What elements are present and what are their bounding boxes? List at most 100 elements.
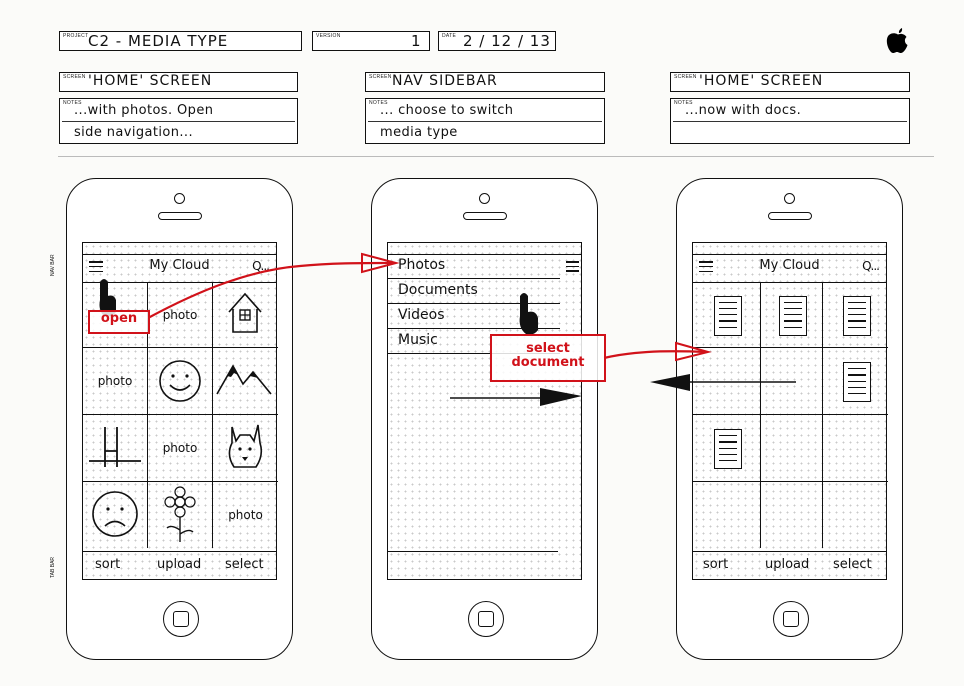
grid-cell[interactable] — [213, 415, 278, 482]
house-icon — [228, 292, 262, 333]
select-annotation-line2: document — [511, 355, 585, 370]
tab-sort[interactable]: sort — [703, 557, 729, 572]
panel1-notes-line1: ...with photos. Open — [74, 103, 214, 118]
select-document-annotation: select document — [490, 334, 606, 382]
panel3-screen-field: SCREEN 'HOME' SCREEN — [670, 72, 910, 92]
grid-cell[interactable] — [693, 482, 761, 548]
grid-cell[interactable]: photo — [83, 348, 148, 415]
search-icon[interactable]: Q... — [252, 259, 270, 273]
tab-sort[interactable]: sort — [95, 557, 121, 572]
grid-cell[interactable] — [823, 348, 888, 415]
grid-cell[interactable] — [213, 348, 278, 415]
speaker — [463, 212, 507, 220]
tab-upload[interactable]: upload — [765, 557, 810, 572]
search-icon[interactable]: Q... — [862, 259, 880, 273]
nav-title: My Cloud — [149, 258, 210, 273]
speaker — [158, 212, 202, 220]
panel2-screen-field: SCREEN NAV SIDEBAR — [365, 72, 605, 92]
grid-cell[interactable]: photo — [148, 282, 213, 348]
header-separator — [58, 156, 934, 157]
home-button[interactable] — [468, 601, 504, 637]
grid-cell[interactable] — [761, 415, 823, 482]
cell-label: photo — [97, 374, 133, 388]
sidebar-item-documents[interactable]: Documents — [388, 279, 560, 304]
panel3-notes-line1: ...now with docs. — [685, 103, 802, 118]
hamburger-icon[interactable] — [89, 261, 103, 273]
project-caption: PROJECT — [63, 33, 89, 39]
pillars-icon — [89, 427, 141, 467]
grid-cell[interactable]: photo — [148, 415, 213, 482]
flower-icon — [164, 486, 196, 542]
nav-bar: My Cloud Q... — [693, 254, 886, 283]
hamburger-icon[interactable] — [566, 261, 579, 275]
select-annotation-line1: select — [526, 341, 570, 356]
document-grid — [693, 282, 888, 548]
grid-cell[interactable] — [823, 282, 888, 348]
dog-icon — [228, 424, 263, 468]
speaker — [768, 212, 812, 220]
sidebar-item-music[interactable]: Music — [388, 329, 560, 354]
grid-cell[interactable] — [693, 348, 761, 415]
home-button[interactable] — [163, 601, 199, 637]
grid-cell[interactable] — [693, 282, 761, 348]
status-bar — [83, 243, 276, 255]
grid-cell[interactable] — [83, 482, 148, 548]
tab-bar: sort upload select — [83, 551, 276, 579]
grid-cell[interactable] — [761, 348, 823, 415]
tab-select[interactable]: select — [225, 557, 264, 572]
panel1-screen-value: 'HOME' SCREEN — [88, 73, 213, 89]
tab-bar — [388, 551, 558, 579]
sidebar-item-label: Documents — [398, 282, 478, 298]
nav-bar-tag: NAV BAR — [50, 254, 56, 276]
smiley-icon — [159, 360, 201, 402]
grid-cell[interactable] — [148, 348, 213, 415]
date-field: DATE 2 / 12 / 13 — [438, 31, 556, 51]
hamburger-icon[interactable] — [699, 261, 713, 273]
sidebar-item-label: Music — [398, 332, 438, 348]
tab-bar-tag: TAB BAR — [50, 556, 56, 578]
panel2-notes-line1: ... choose to switch — [380, 103, 514, 118]
document-icon — [713, 295, 742, 336]
phone1-screen: My Cloud Q... photo photo — [82, 242, 278, 580]
panel2-notes-line2: media type — [380, 125, 458, 140]
status-bar — [388, 243, 581, 255]
tab-bar: sort upload select — [693, 551, 886, 579]
version-value: 1 — [411, 32, 422, 50]
mountains-icon — [216, 364, 272, 395]
grid-cell[interactable] — [693, 415, 761, 482]
grid-cell[interactable] — [823, 482, 888, 548]
grid-cell[interactable] — [761, 482, 823, 548]
sad-face-icon — [92, 491, 138, 537]
project-value: C2 - MEDIA TYPE — [88, 32, 229, 50]
phone2-screen: Photos Documents Videos Music — [387, 242, 582, 580]
panel1-screen-caption: SCREEN — [63, 74, 86, 80]
nav-title: My Cloud — [759, 258, 820, 273]
sidebar-item-photos[interactable]: Photos — [388, 254, 560, 279]
grid-cell[interactable] — [761, 282, 823, 348]
cell-label: photo — [162, 441, 198, 455]
sidebar-item-videos[interactable]: Videos — [388, 304, 560, 329]
grid-cell[interactable] — [83, 415, 148, 482]
panel3-screen-value: 'HOME' SCREEN — [699, 73, 824, 89]
phone3-screen: My Cloud Q... sort upload select — [692, 242, 888, 580]
grid-cell[interactable] — [213, 282, 278, 348]
grid-cell[interactable]: photo — [213, 482, 278, 548]
panel2-screen-caption: SCREEN — [369, 74, 392, 80]
nav-bar: My Cloud Q... — [83, 254, 276, 283]
apple-logo-icon — [886, 28, 908, 53]
version-caption: VERSION — [316, 33, 341, 39]
grid-cell[interactable] — [148, 482, 213, 548]
document-icon — [842, 362, 871, 402]
phone-home-photos: My Cloud Q... photo photo — [66, 178, 293, 660]
tab-select[interactable]: select — [833, 557, 872, 572]
sidebar-item-label: Photos — [398, 257, 446, 273]
date-value: 2 / 12 / 13 — [463, 32, 551, 50]
sidebar-item-label: Videos — [398, 307, 445, 323]
grid-cell[interactable] — [823, 415, 888, 482]
panel2-screen-value: NAV SIDEBAR — [392, 73, 498, 89]
nav-sidebar: Photos Documents Videos Music — [388, 254, 560, 354]
home-button[interactable] — [773, 601, 809, 637]
cell-label: photo — [162, 307, 198, 322]
tab-upload[interactable]: upload — [157, 557, 202, 572]
document-icon — [842, 295, 871, 336]
